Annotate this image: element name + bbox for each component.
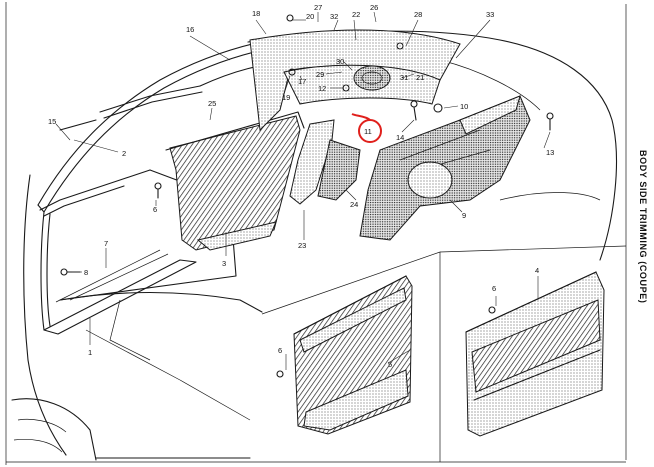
inset-door-pad-alt bbox=[439, 245, 627, 437]
leader-lines bbox=[55, 11, 551, 370]
callout-15: 15 bbox=[48, 117, 56, 126]
callout-29: 29 bbox=[316, 70, 324, 79]
inset-door-pad bbox=[261, 251, 441, 462]
callout-9: 9 bbox=[462, 211, 466, 220]
callout-33: 33 bbox=[486, 10, 494, 19]
callout-7: 7 bbox=[104, 239, 108, 248]
callout-24: 24 bbox=[350, 200, 358, 209]
callout-17: 17 bbox=[298, 77, 306, 86]
callout-30: 30 bbox=[336, 57, 344, 66]
callout-31: 31 bbox=[400, 73, 408, 82]
callout-22: 22 bbox=[352, 10, 360, 19]
callout-20: 20 bbox=[306, 12, 314, 21]
callout-27: 27 bbox=[314, 3, 322, 12]
callout-2: 2 bbox=[122, 149, 126, 158]
callout-3: 3 bbox=[222, 259, 226, 268]
callout-1: 1 bbox=[88, 348, 92, 357]
callout-32: 32 bbox=[330, 12, 338, 21]
callout-28: 28 bbox=[414, 10, 422, 19]
fasteners bbox=[60, 14, 554, 378]
callout-labels: 1 2 3 4 5 6 6 6 7 8 9 10 11 12 13 14 15 … bbox=[48, 3, 554, 369]
roof-lining bbox=[249, 29, 461, 132]
callout-23: 23 bbox=[298, 241, 306, 250]
door-panel-main bbox=[165, 111, 305, 251]
callout-4: 4 bbox=[535, 266, 539, 275]
callout-12: 12 bbox=[318, 84, 326, 93]
page-frame bbox=[5, 2, 627, 465]
callout-26: 26 bbox=[370, 3, 378, 12]
callout-8: 8 bbox=[84, 268, 88, 277]
callout-13: 13 bbox=[546, 148, 554, 157]
callout-10: 10 bbox=[460, 102, 468, 111]
callout-14: 14 bbox=[396, 133, 404, 142]
callout-19: 19 bbox=[282, 93, 290, 102]
callout-11: 11 bbox=[364, 127, 372, 136]
callout-6c: 6 bbox=[492, 284, 496, 293]
rear-quarter-trim bbox=[359, 95, 531, 241]
callout-25: 25 bbox=[208, 99, 216, 108]
callout-5: 5 bbox=[388, 360, 392, 369]
highlight-part-11 bbox=[351, 113, 382, 143]
callout-6a: 6 bbox=[153, 205, 157, 214]
callout-21: 21 bbox=[416, 73, 424, 82]
page-title: BODY SIDE TRIMMING (COUPE) bbox=[638, 150, 648, 303]
callout-18: 18 bbox=[252, 9, 260, 18]
callout-6b: 6 bbox=[278, 346, 282, 355]
callout-16: 16 bbox=[186, 25, 194, 34]
b-post-trim bbox=[289, 119, 361, 205]
